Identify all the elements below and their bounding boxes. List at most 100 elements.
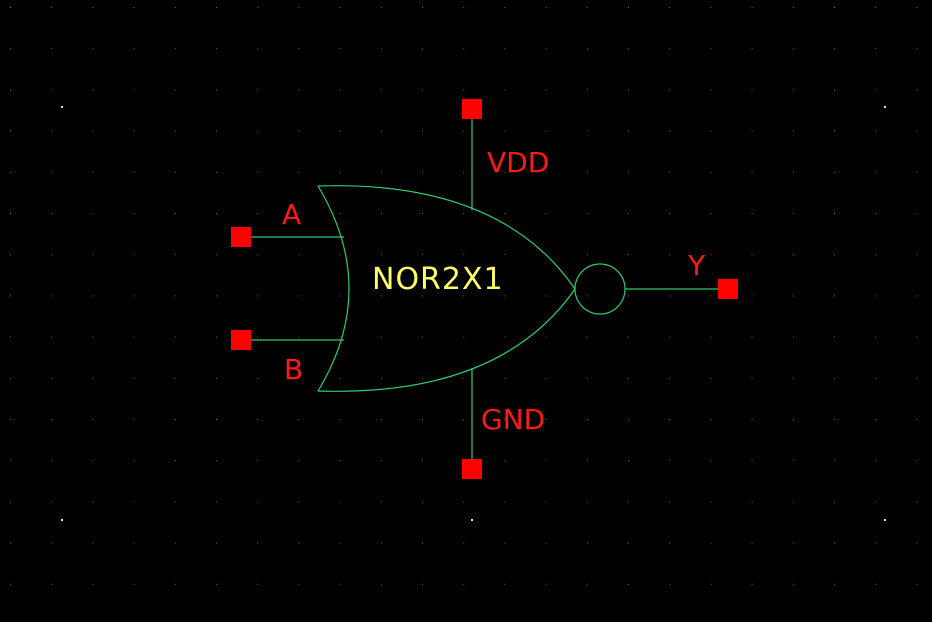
grid-dot <box>792 213 794 214</box>
grid-dot <box>92 501 94 503</box>
grid-dot <box>339 48 341 50</box>
grid-dot <box>422 460 423 462</box>
pin-vdd[interactable] <box>462 99 482 119</box>
grid-dot <box>834 295 835 297</box>
grid-dot <box>133 542 135 544</box>
grid-dot <box>792 336 794 338</box>
grid-dot <box>298 336 300 338</box>
grid-dot <box>504 501 506 503</box>
grid-dot <box>463 542 465 544</box>
pin-gnd[interactable] <box>462 459 482 479</box>
grid-dot <box>669 460 671 462</box>
grid-dot <box>875 501 877 503</box>
grid-dot <box>710 501 712 503</box>
grid-dot <box>10 419 11 420</box>
grid-dot <box>916 542 918 544</box>
grid-dot <box>916 48 918 50</box>
grid-dot <box>463 89 465 91</box>
grid-dot <box>545 89 547 91</box>
grid-dot <box>257 419 259 420</box>
grid-dot <box>51 542 53 544</box>
grid-dot <box>916 295 918 297</box>
grid-dot <box>174 295 176 297</box>
grid-dot <box>10 7 11 8</box>
grid-dot <box>628 419 629 420</box>
grid-dot <box>834 48 835 50</box>
grid-dot <box>380 48 382 50</box>
pin-a[interactable] <box>231 227 251 247</box>
grid-dot <box>10 295 11 297</box>
grid-dot <box>463 377 465 379</box>
nor-gate-symbol[interactable] <box>317 185 626 392</box>
grid-dot <box>628 48 629 50</box>
grid-dot <box>51 377 53 379</box>
grid-dot <box>834 419 835 420</box>
gate-top-curve <box>317 185 576 290</box>
grid-dot <box>216 89 217 91</box>
grid-dot <box>875 377 877 379</box>
grid-dot <box>216 501 217 503</box>
grid-dot <box>586 89 588 91</box>
grid-dot <box>545 7 547 8</box>
grid-dot <box>463 171 465 173</box>
grid-dot <box>92 460 94 462</box>
grid-dot <box>339 130 341 132</box>
grid-dot <box>792 171 794 173</box>
grid-dot <box>380 377 382 379</box>
pin-b[interactable] <box>231 330 251 350</box>
grid-dot <box>875 419 877 420</box>
grid-dot <box>792 501 794 503</box>
grid-dot <box>51 336 53 338</box>
grid-dot <box>792 542 794 544</box>
grid-dot <box>10 583 11 585</box>
grid-dot <box>916 419 918 420</box>
grid-dot <box>628 171 629 173</box>
grid-dot <box>875 213 877 214</box>
grid-dot <box>545 48 547 50</box>
grid-dot <box>10 48 11 50</box>
grid-dot <box>380 130 382 132</box>
grid-dot <box>669 336 671 338</box>
grid-dot <box>875 130 877 132</box>
grid-dot <box>628 542 629 544</box>
grid-dot <box>10 377 11 379</box>
grid-dot <box>51 254 53 256</box>
grid-dot <box>834 336 835 338</box>
grid-dot <box>51 89 53 91</box>
grid-dot <box>504 542 506 544</box>
grid-dot <box>710 213 712 214</box>
grid-dot <box>257 295 259 297</box>
grid-dot <box>380 336 382 338</box>
grid-dot <box>586 7 588 8</box>
grid-dot <box>792 460 794 462</box>
grid-dot <box>51 460 53 462</box>
grid-dot <box>669 7 671 8</box>
grid-dot <box>174 377 176 379</box>
grid-dot <box>51 213 53 214</box>
grid-dot <box>380 89 382 91</box>
grid-dot <box>751 89 753 91</box>
grid-dot <box>298 542 300 544</box>
grid-dot <box>51 171 53 173</box>
grid-dot <box>628 254 629 256</box>
grid-dot <box>545 460 547 462</box>
grid-dot <box>586 419 588 420</box>
grid-dot <box>916 130 918 132</box>
grid-dot <box>669 171 671 173</box>
grid-major-dot <box>61 519 63 521</box>
grid-dot <box>751 583 753 585</box>
grid-dot <box>875 254 877 256</box>
grid-dot <box>339 542 341 544</box>
grid-dot <box>51 130 53 132</box>
grid-dot <box>834 583 835 585</box>
grid-dot <box>751 542 753 544</box>
pin-y[interactable] <box>718 279 738 299</box>
grid-dot <box>545 213 547 214</box>
grid-dot <box>792 130 794 132</box>
grid-dot <box>133 130 135 132</box>
grid-dot <box>586 213 588 214</box>
grid-dot <box>628 336 629 338</box>
grid-dot <box>710 254 712 256</box>
grid-dot <box>174 460 176 462</box>
grid-dot <box>751 254 753 256</box>
